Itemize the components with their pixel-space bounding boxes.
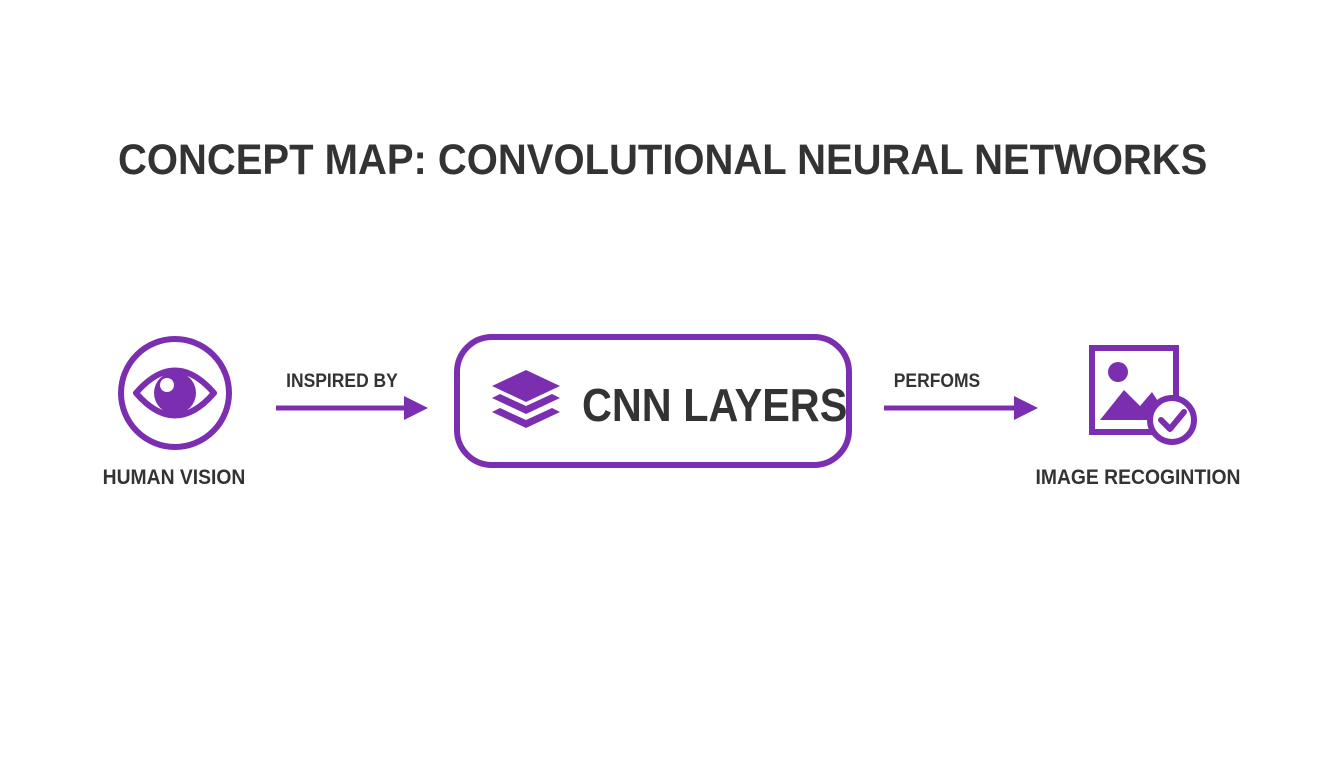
node-label-human-vision: HUMAN VISION — [102, 466, 246, 489]
page-title: CONCEPT MAP: CONVOLUTIONAL NEURAL NETWOR… — [118, 136, 1208, 184]
cnn-layers-node — [454, 334, 852, 468]
layers-icon — [492, 370, 560, 428]
node-label-image-recognition: IMAGE RECOGINTION — [1035, 466, 1241, 489]
arrow-perfoms — [884, 396, 1038, 420]
image-check-icon — [1089, 345, 1197, 445]
node-label-cnn-layers: CNN LAYERS — [582, 379, 848, 431]
eye-icon — [118, 336, 232, 450]
edge-label-perfoms: PERFOMS — [893, 371, 981, 392]
edge-label-inspired-by: INSPIRED BY — [286, 371, 398, 392]
arrow-inspired-by — [276, 396, 428, 420]
